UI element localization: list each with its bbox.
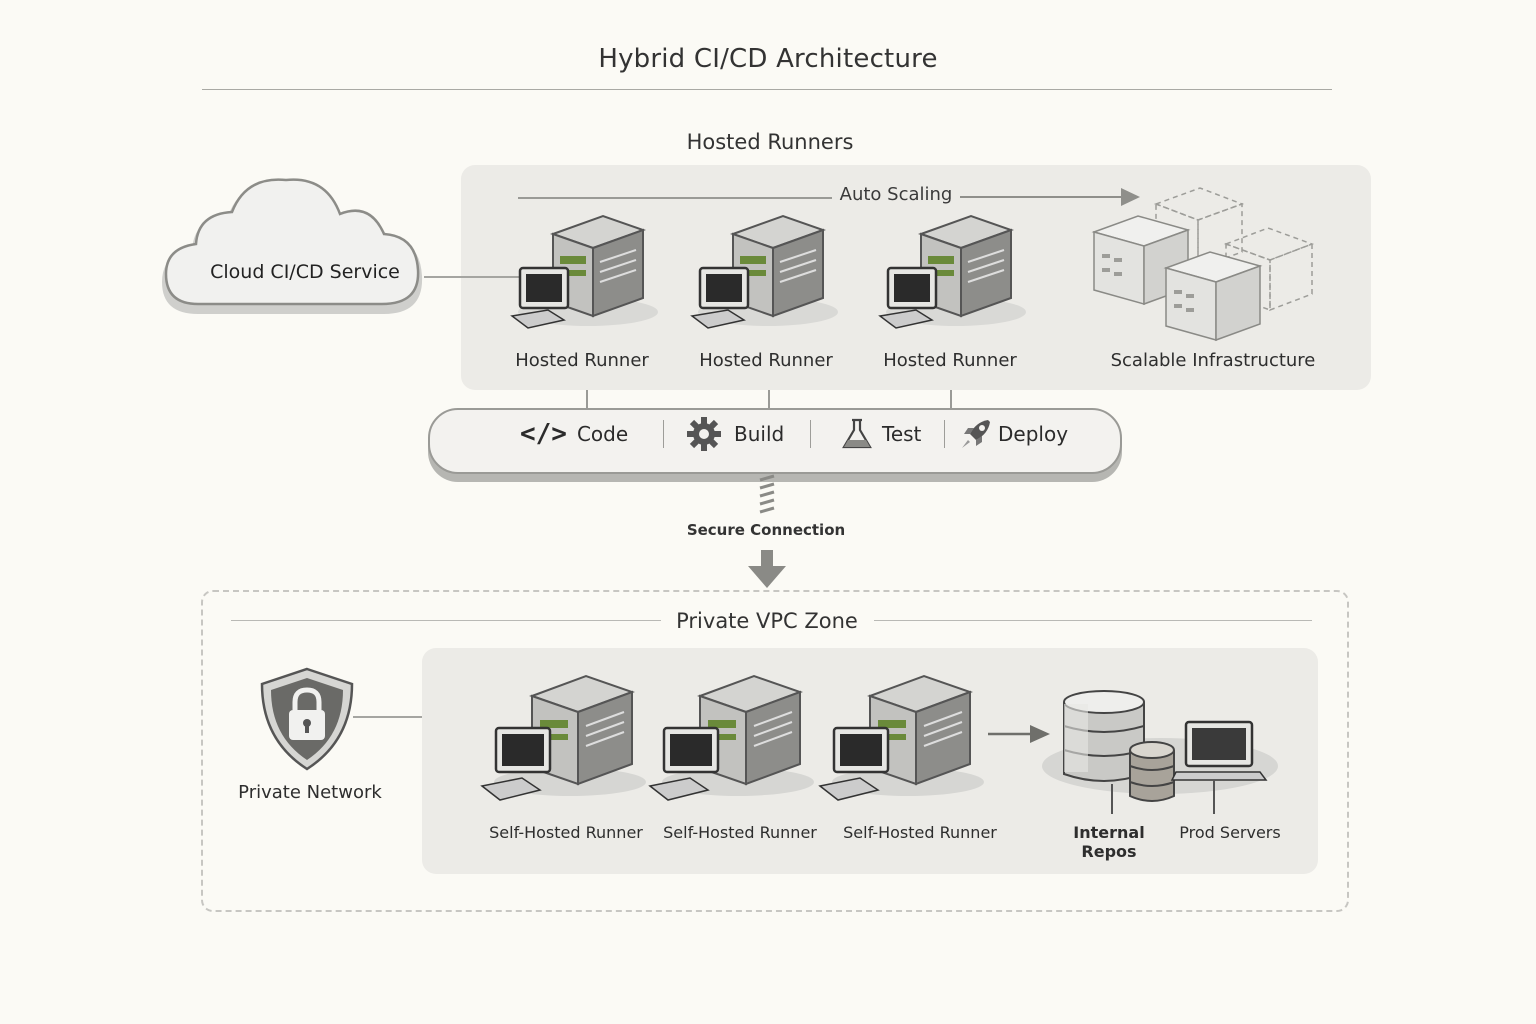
rocket-icon xyxy=(962,420,990,448)
auto-scaling-line-left xyxy=(518,197,832,199)
pipeline-bar xyxy=(428,408,1122,474)
network-connector xyxy=(353,716,471,718)
stage-label: Build xyxy=(734,422,785,446)
auto-scaling-label: Auto Scaling xyxy=(839,184,953,205)
hosted-runners-heading: Hosted Runners xyxy=(686,130,854,154)
self-hosted-runner-label: Self-Hosted Runner xyxy=(663,823,817,842)
runner-pipeline-connector xyxy=(768,390,770,408)
self-hosted-runner-label: Self-Hosted Runner xyxy=(843,823,997,842)
stage-build: Build xyxy=(686,417,785,451)
self-hosted-runner-label: Self-Hosted Runner xyxy=(489,823,643,842)
zone-heading-line-left xyxy=(231,620,661,621)
flask-icon xyxy=(842,418,872,449)
scalable-infrastructure-label: Scalable Infrastructure xyxy=(1110,350,1316,371)
hosted-runner-label: Hosted Runner xyxy=(883,350,1017,371)
server-workstation-icon xyxy=(690,214,838,329)
stage-separator xyxy=(810,420,811,448)
stage-deploy: Deploy xyxy=(958,419,1068,449)
secure-connection-arrow xyxy=(748,474,786,588)
server-workstation-icon xyxy=(480,674,646,801)
stage-code: </> Code xyxy=(520,419,628,449)
code-icon: </> xyxy=(520,419,567,449)
runner-pipeline-connector xyxy=(586,390,588,408)
cloud-label: Cloud CI/CD Service xyxy=(210,261,400,283)
prod-servers-label: Prod Servers xyxy=(1179,823,1281,842)
cloud-connector xyxy=(424,276,524,278)
server-workstation-icon xyxy=(818,674,984,801)
server-workstation-icon xyxy=(878,214,1026,329)
stage-test: Test xyxy=(840,418,922,449)
private-vpc-heading: Private VPC Zone xyxy=(676,609,858,633)
stage-separator xyxy=(944,420,945,448)
gear-icon xyxy=(687,417,721,451)
zone-heading-line-right xyxy=(874,620,1312,621)
internal-repos-label: Internal Repos xyxy=(1073,823,1145,861)
stage-separator xyxy=(663,420,664,448)
secure-connection-label: Secure Connection xyxy=(686,521,846,539)
shield-lock-icon xyxy=(260,667,354,771)
private-network-label: Private Network xyxy=(238,782,382,803)
hosted-runner-label: Hosted Runner xyxy=(699,350,833,371)
diagram-title: Hybrid CI/CD Architecture xyxy=(598,44,938,74)
title-divider xyxy=(202,89,1332,90)
stage-label: Test xyxy=(882,422,922,446)
hosted-runner-label: Hosted Runner xyxy=(515,350,649,371)
server-workstation-icon xyxy=(648,674,814,801)
auto-scaling-arrow xyxy=(960,188,1140,206)
resources-arrow xyxy=(988,725,1050,743)
private-vpc-zone xyxy=(201,590,1349,912)
stage-label: Deploy xyxy=(998,422,1069,446)
scalable-servers-icon xyxy=(1091,187,1315,342)
server-workstation-icon xyxy=(510,214,658,329)
repos-servers-icon xyxy=(1042,690,1278,814)
runner-pipeline-connector xyxy=(950,390,952,408)
cloud-icon xyxy=(162,178,423,314)
stage-label: Code xyxy=(576,422,629,446)
